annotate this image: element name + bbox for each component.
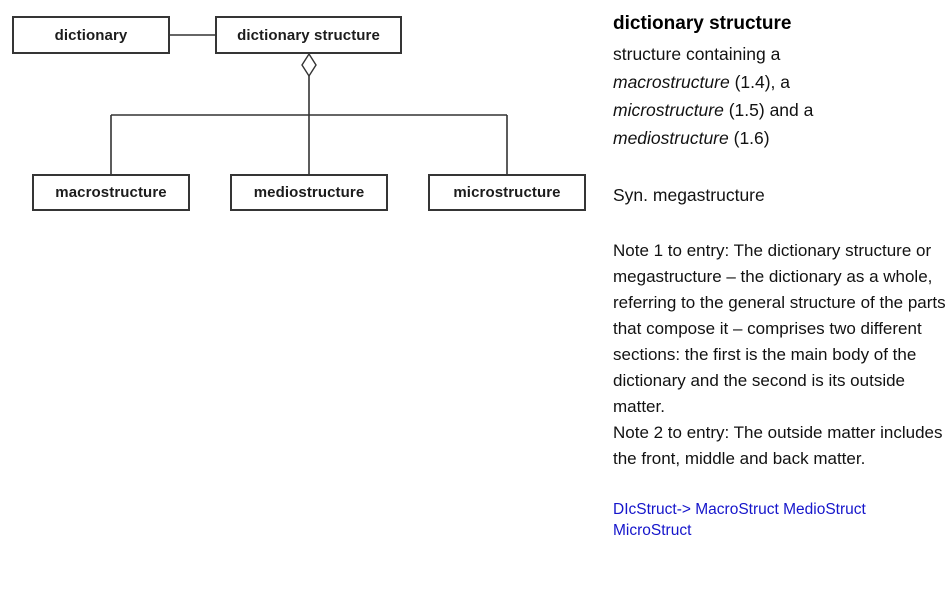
diagram-node-dictionary: dictionary — [12, 16, 170, 54]
entry-note-1: Note 1 to entry: The dictionary structur… — [613, 241, 946, 416]
aggregation-diamond-icon — [301, 52, 317, 78]
definition-line: structure containing a — [613, 40, 946, 68]
diagram-node-macrostructure: macrostructure — [32, 174, 190, 211]
entry-note-2: Note 2 to entry: The outside matter incl… — [613, 423, 943, 468]
node-label: macrostructure — [55, 184, 167, 201]
term-reference-macrostructure: macrostructure — [613, 72, 730, 92]
node-label: dictionary structure — [237, 26, 380, 44]
definition-text: (1.5) and a — [723, 100, 814, 120]
definition-line: macrostructure (1.4), a — [613, 68, 946, 96]
diagram-node-microstructure: microstructure — [428, 174, 586, 211]
node-label: mediostructure — [253, 184, 365, 201]
definition-text: structure containing a — [613, 44, 781, 64]
entry-panel: dictionary structure structure containin… — [613, 10, 946, 541]
term-reference-microstructure: microstructure — [613, 100, 724, 120]
diagram-node-dictionary-structure: dictionary structure — [215, 16, 402, 54]
entry-term: dictionary structure — [613, 13, 792, 34]
node-label: microstructure — [453, 184, 561, 201]
definition-line: mediostructure (1.6) — [613, 124, 946, 152]
concept-diagram: dictionary dictionary structure macrostr… — [0, 0, 612, 230]
diagram-node-mediostructure: mediostructure — [230, 174, 388, 211]
definition-text: (1.6) — [728, 128, 770, 148]
related-term-links[interactable]: DIcStruct-> MacroStruct MedioStruct Micr… — [613, 501, 866, 539]
term-reference-mediostructure: mediostructure — [613, 128, 729, 148]
node-label: dictionary — [54, 26, 128, 44]
definition-text: (1.4), a — [729, 72, 791, 92]
entry-synonym: Syn. megastructure — [613, 185, 765, 205]
entry-definition: structure containing a macrostructure (1… — [613, 40, 946, 152]
diagram-connectors — [110, 34, 508, 174]
definition-line: microstructure (1.5) and a — [613, 96, 946, 124]
